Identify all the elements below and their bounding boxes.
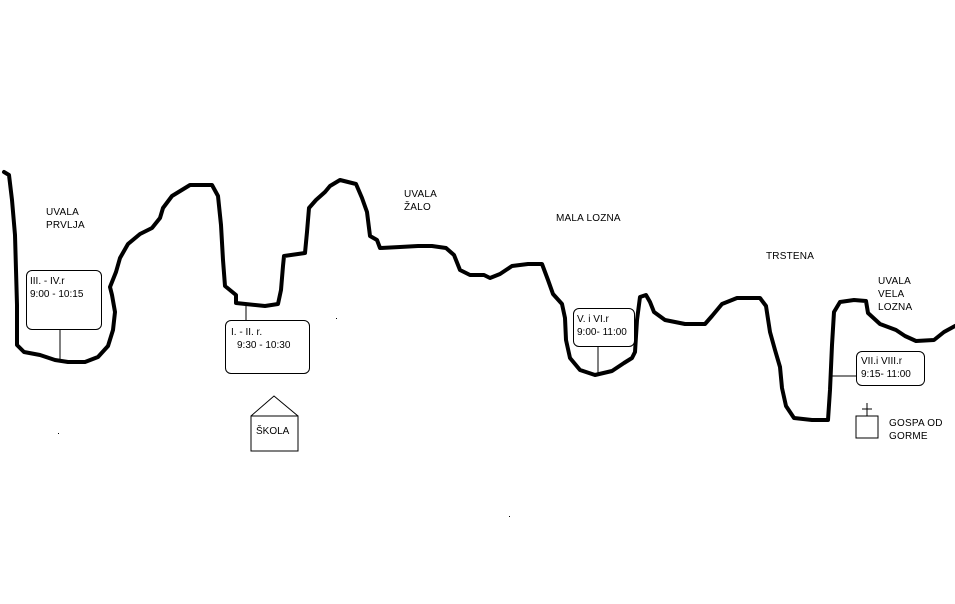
- schedule-box-prvlja: III. - IV.r 9:00 - 10:15: [26, 270, 102, 330]
- schedule-grades: III. - IV.r: [30, 276, 65, 287]
- school-label: ŠKOLA: [256, 426, 290, 437]
- schedule-box-vela-lozna: VII.i VIII.r 9:15- 11:00: [856, 351, 925, 386]
- house-icon: [250, 395, 299, 452]
- label-uvala-zalo: UVALA ŽALO: [404, 189, 438, 213]
- schedule-grades: VII.i VIII.r: [861, 356, 903, 367]
- schedule-time: 9:15- 11:00: [861, 369, 911, 380]
- label-gospa-od-gorme: GOSPA OD GORME: [889, 418, 943, 442]
- church-cross-icon: [855, 403, 879, 439]
- schedule-grades: V. i VI.r: [577, 314, 609, 325]
- label-uvala-vela-lozna: UVALA VELA LOZNA: [878, 276, 913, 313]
- label-uvala-prvlja: UVALA PRVLJA: [46, 207, 85, 231]
- schedule-box-mala-lozna: V. i VI.r 9:00- 11:00: [573, 308, 635, 347]
- schedule-time: 9:00- 11:00: [577, 327, 627, 338]
- schedule-time: 9:00 - 10:15: [30, 289, 84, 300]
- label-mala-lozna: MALA LOZNA: [556, 213, 621, 224]
- coastline-path: [2, 170, 955, 422]
- label-trstena: TRSTENA: [766, 251, 815, 262]
- schedule-box-school: I. - II. r. 9:30 - 10:30: [225, 320, 310, 374]
- schedule-time: 9:30 - 10:30: [237, 340, 291, 351]
- schedule-grades: I. - II. r.: [231, 327, 263, 338]
